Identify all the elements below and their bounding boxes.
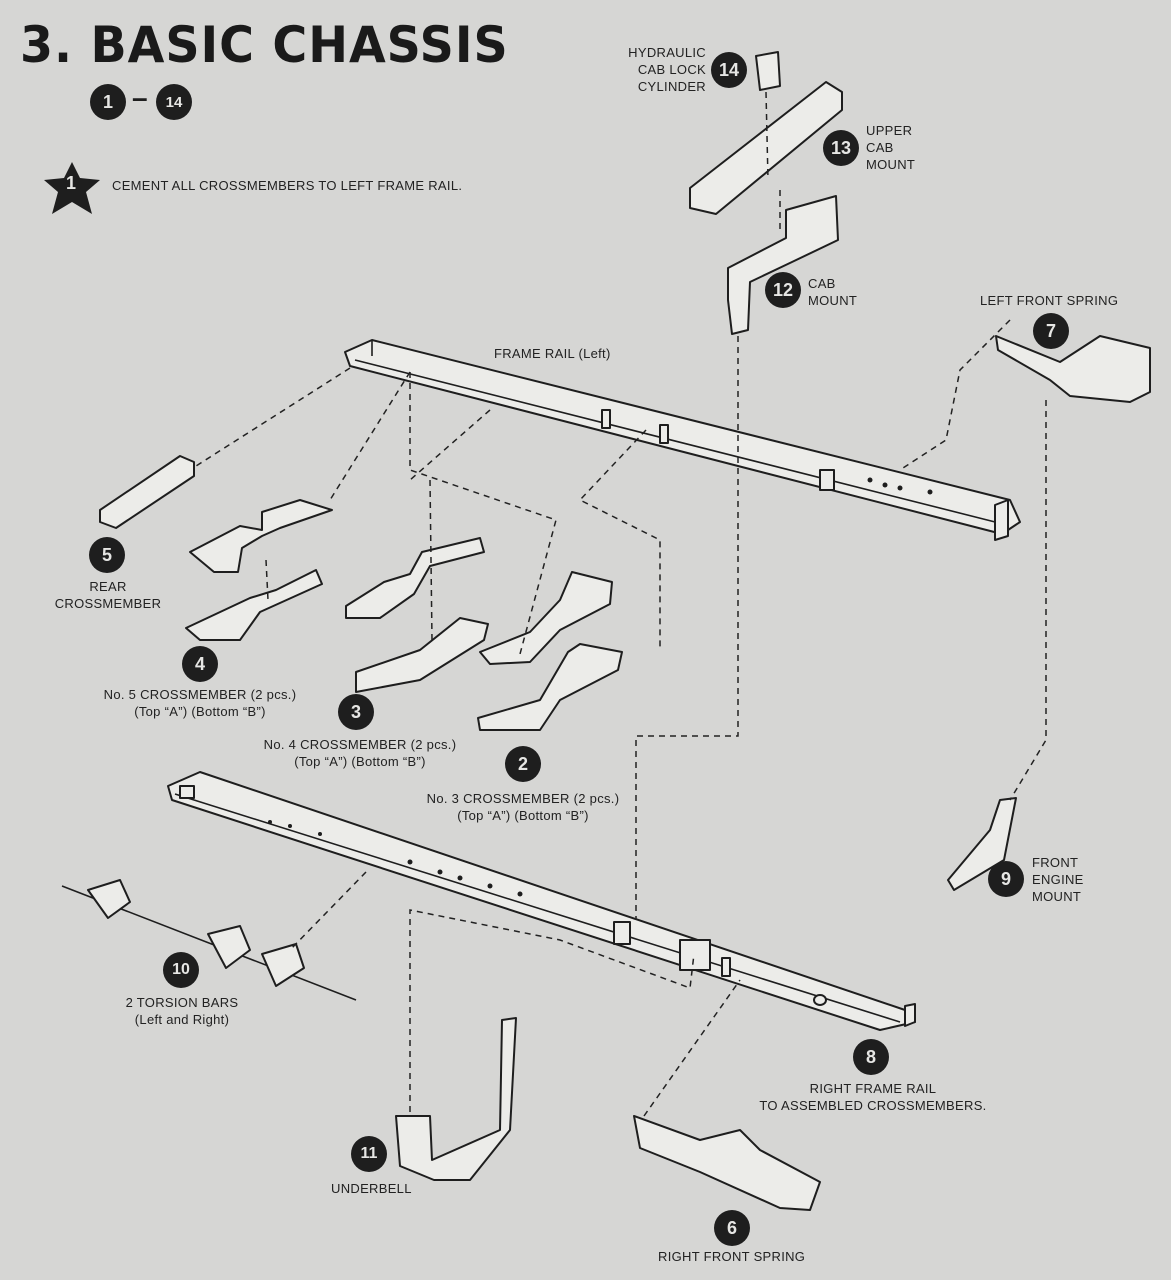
crossmember-no5-drawing bbox=[185, 499, 333, 641]
part-10-label: 2 TORSION BARS(Left and Right) bbox=[125, 995, 239, 1027]
part-4-label: No. 5 CROSSMEMBER (2 pcs.)(Top “A”) (Bot… bbox=[103, 687, 297, 719]
crossmember-no3-drawing bbox=[477, 571, 623, 731]
star-step-icon bbox=[44, 162, 100, 214]
part-3-badge: 3 bbox=[338, 694, 374, 730]
page-title: 3. BASIC CHASSIS bbox=[20, 16, 509, 74]
part-7-label: LEFT FRONT SPRING bbox=[980, 293, 1119, 308]
step-1-number: 1 bbox=[66, 173, 77, 193]
part-14-badge: 14 bbox=[711, 52, 747, 88]
part-7-badge: 7 bbox=[1033, 313, 1069, 349]
part-4-badge: 4 bbox=[182, 646, 218, 682]
cab-mount-drawings bbox=[689, 51, 843, 335]
part-6-badge: 6 bbox=[714, 1210, 750, 1246]
left-frame-rail-drawing bbox=[344, 339, 1021, 541]
part-10-badge: 10 bbox=[163, 952, 199, 988]
part-9-badge: 9 bbox=[988, 861, 1024, 897]
part-8-badge: 8 bbox=[853, 1039, 889, 1075]
frame-rail-left-label: FRAME RAIL (Left) bbox=[494, 346, 611, 361]
part-3-label: No. 4 CROSSMEMBER (2 pcs.)(Top “A”) (Bot… bbox=[263, 737, 457, 769]
assembly-guide-lines bbox=[195, 91, 1047, 1117]
part-6-label: RIGHT FRONT SPRING bbox=[658, 1249, 806, 1264]
part-2-label: No. 3 CROSSMEMBER (2 pcs.)(Top “A”) (Bot… bbox=[426, 791, 620, 823]
range-end-badge: 14 bbox=[156, 84, 192, 120]
crossmember-no4-drawing bbox=[345, 537, 489, 693]
part-12-badge: 12 bbox=[765, 272, 801, 308]
part-2-badge: 2 bbox=[505, 746, 541, 782]
spring-and-mount-drawings bbox=[61, 335, 1151, 1211]
range-start-badge: 1 bbox=[90, 84, 126, 120]
rear-crossmember-drawing bbox=[99, 455, 195, 529]
part-13-badge: 13 bbox=[823, 130, 859, 166]
instruction-text: CEMENT ALL CROSSMEMBERS TO LEFT FRAME RA… bbox=[112, 178, 463, 193]
part-5-badge: 5 bbox=[89, 537, 125, 573]
range-dash: – bbox=[132, 82, 148, 113]
part-11-badge: 11 bbox=[351, 1136, 387, 1172]
right-frame-rail-drawing bbox=[167, 771, 916, 1031]
part-11-label: UNDERBELL bbox=[331, 1181, 412, 1196]
